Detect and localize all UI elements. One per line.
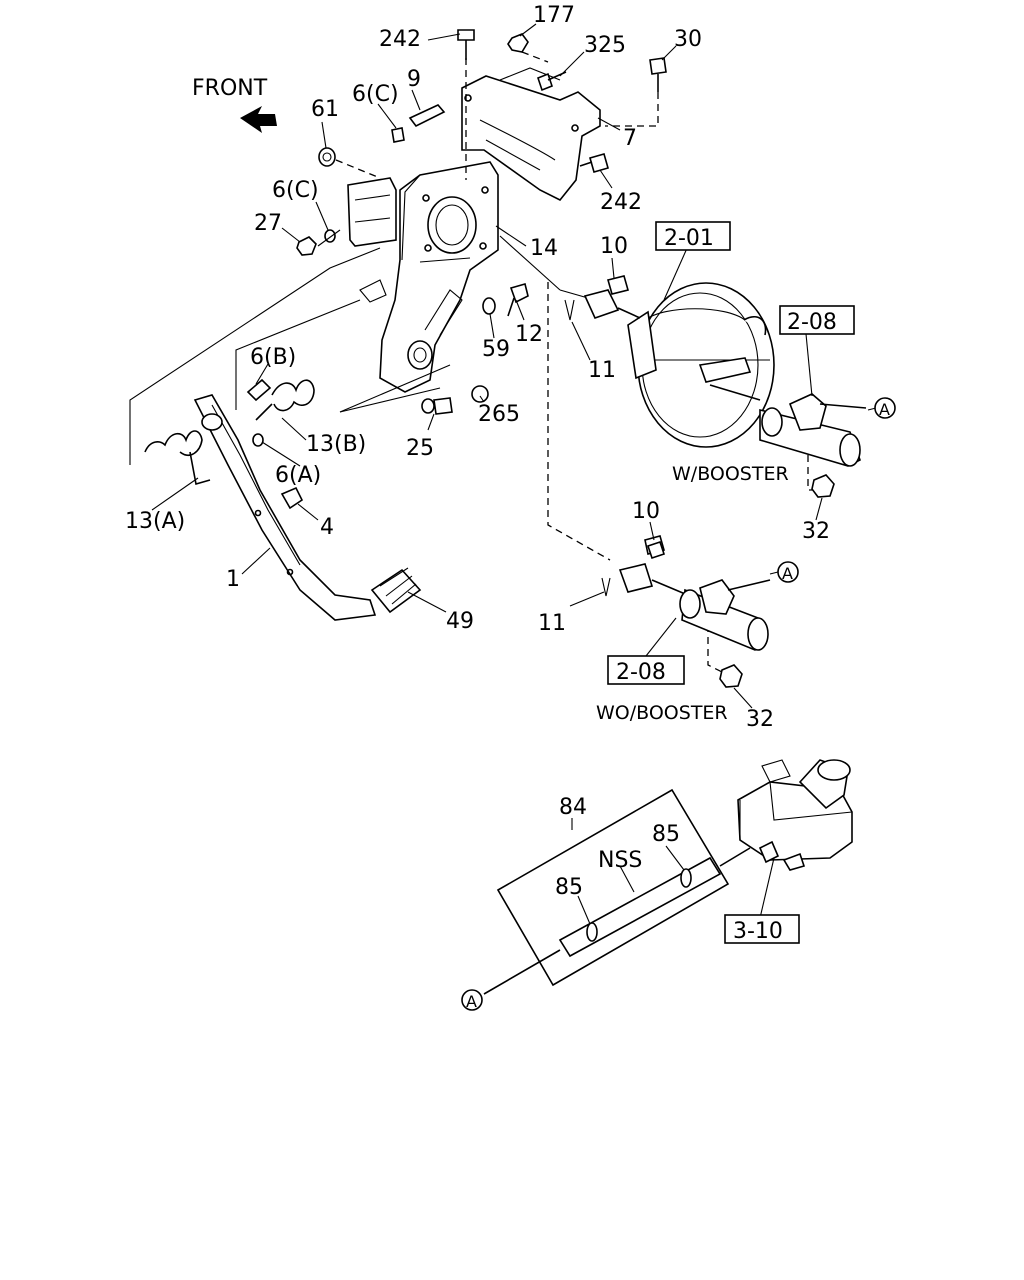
label-85-left: 85: [555, 875, 583, 900]
label-11-bot: 11: [538, 611, 566, 636]
pedal-pad-49: [370, 567, 422, 614]
nut-32-upper: [811, 474, 835, 498]
part-labels: 242 177 325 30 9 6(C) 61 7 242 6(C) 27 1…: [125, 3, 830, 900]
label-4: 4: [320, 515, 334, 540]
spring-13b: [255, 379, 315, 421]
label-2-01: 2-01: [664, 226, 714, 251]
label-59: 59: [482, 337, 510, 362]
connector-a-top: A: [874, 397, 896, 419]
box-3-10: [724, 914, 800, 944]
clip-4: [280, 486, 304, 510]
pedal-bracket-14: [347, 161, 499, 393]
front-label: FRONT: [192, 76, 268, 101]
label-242-top: 242: [379, 27, 421, 52]
bolt-10-lower: [646, 540, 666, 560]
master-cylinder-lower: [601, 535, 771, 651]
label-30: 30: [674, 27, 702, 52]
master-cylinder-upper: [759, 393, 867, 467]
label-49: 49: [446, 609, 474, 634]
label-32-bot: 32: [746, 707, 774, 732]
label-85-right: 85: [652, 822, 680, 847]
reservoir-3-10: [737, 759, 853, 871]
label-177: 177: [533, 3, 575, 28]
label-27: 27: [254, 211, 282, 236]
label-without-booster: WO/BOOSTER: [596, 702, 728, 724]
label-12: 12: [515, 322, 543, 347]
front-arrow-icon: [240, 106, 277, 133]
label-with-booster: W/BOOSTER: [672, 463, 789, 485]
label-2-08-top: 2-08: [787, 310, 837, 335]
label-32-top: 32: [802, 519, 830, 544]
connector-a-bottom: A: [461, 989, 483, 1011]
connector-a-mid: A: [777, 561, 799, 583]
label-11-top: 11: [588, 358, 616, 383]
clevis-upper: [564, 275, 641, 321]
label-leaders: [151, 23, 877, 925]
label-10-bot: 10: [632, 499, 660, 524]
label-6c-mid: 6(C): [272, 178, 319, 203]
label-242-lower: 242: [600, 190, 642, 215]
front-indicator: FRONT: [192, 76, 277, 133]
label-14: 14: [530, 236, 558, 261]
label-6a: 6(A): [275, 463, 321, 488]
label-9: 9: [407, 67, 421, 92]
pedal-arm-1: [193, 394, 377, 621]
nut-32-lower: [719, 664, 743, 688]
boxed-labels: 2-01 2-08 2-08 3-10: [607, 221, 855, 944]
label-265: 265: [478, 402, 520, 427]
label-84: 84: [559, 795, 587, 820]
bracket-7: [461, 67, 601, 202]
box-2-08-bot: [607, 655, 685, 685]
svg-text:A: A: [879, 400, 890, 419]
spring-13a: [144, 430, 211, 486]
box-2-01: [655, 221, 731, 251]
label-1: 1: [226, 567, 240, 592]
assembly-lines: [129, 51, 820, 673]
label-25: 25: [406, 436, 434, 461]
label-10-top: 10: [600, 234, 628, 259]
svg-text:A: A: [466, 992, 477, 1011]
box-2-08-top: [779, 305, 855, 335]
fasteners-upper: [252, 29, 667, 447]
label-13a: 13(A): [125, 509, 185, 534]
label-nss: NSS: [598, 848, 642, 873]
brake-booster: [627, 282, 775, 448]
label-6c-top: 6(C): [352, 82, 399, 107]
clip-6b: [246, 378, 272, 402]
label-3-10: 3-10: [733, 919, 783, 944]
label-13b: 13(B): [306, 432, 366, 457]
label-61: 61: [311, 97, 339, 122]
label-7: 7: [623, 126, 637, 151]
label-2-08-bot: 2-08: [616, 660, 666, 685]
svg-text:A: A: [782, 564, 793, 583]
label-325: 325: [584, 33, 626, 58]
label-6b: 6(B): [250, 345, 296, 370]
hose-assembly-84: [483, 788, 751, 995]
